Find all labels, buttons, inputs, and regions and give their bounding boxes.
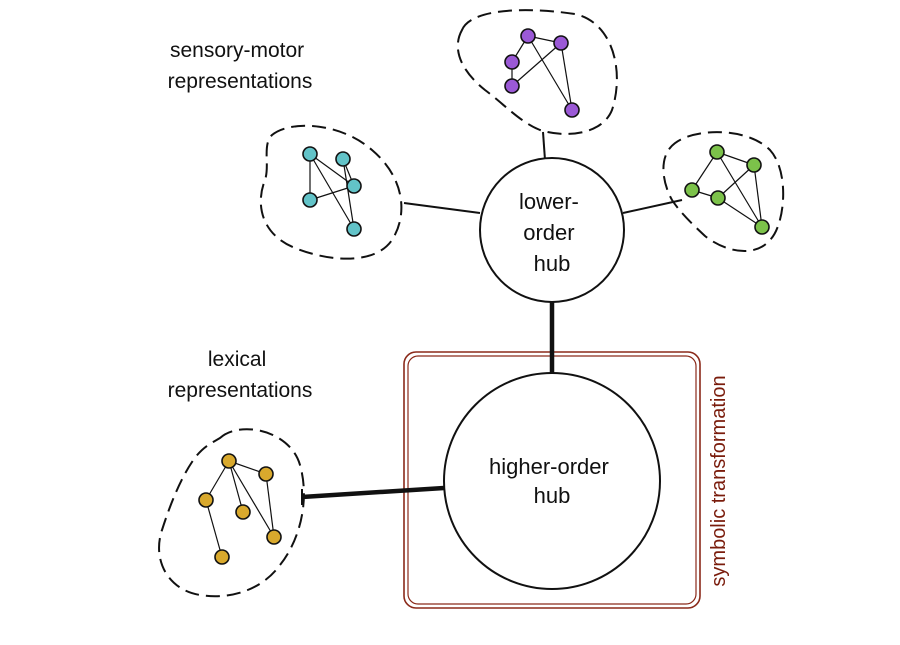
lexical-label: lexical representations [168,348,313,402]
lexical-label-line1: lexical [208,348,266,371]
sensory-motor-label-line2: representations [168,70,313,93]
lower-order-hub [479,157,625,303]
gold-cluster-boundary [158,428,305,598]
connector-teal-lower [403,202,481,214]
purple-nodes [504,28,580,118]
green-node [709,144,725,160]
teal-node [346,221,362,237]
teal-cluster-boundary [259,124,403,260]
green-cluster-boundary [662,131,785,253]
gold-node [221,453,237,469]
lower-hub-label-line3: hub [534,251,571,276]
teal-cluster [259,124,403,260]
teal-nodes [302,146,362,237]
purple-node [504,78,520,94]
gold-cluster [158,428,305,598]
green-node [684,182,700,198]
teal-node [335,151,351,167]
purple-node [504,54,520,70]
purple-node [520,28,536,44]
gold-node [258,466,274,482]
connector-purple-lower [542,131,546,161]
symbolic-transformation-label: symbolic transformation [708,375,730,586]
green-cluster [662,131,785,253]
higher-hub-label-line1: higher-order [489,454,609,479]
connector-green-lower [622,199,683,214]
green-node [754,219,770,235]
higher-order-hub [443,372,661,590]
lower-hub-label-line2: order [523,220,574,245]
gold-node [214,549,230,565]
gold-node [198,492,214,508]
purple-cluster-boundary [456,9,618,135]
green-nodes [684,144,770,235]
purple-node [564,102,580,118]
gold-node [266,529,282,545]
purple-cluster [456,9,618,135]
gold-node [235,504,251,520]
higher-hub-label: higher-order hub [489,454,615,508]
green-node [710,190,726,206]
sensory-motor-label-line1: sensory-motor [170,39,304,62]
sensory-motor-label: sensory-motor representations [168,39,313,93]
lower-hub-label-line1: lower- [519,189,579,214]
purple-node [553,35,569,51]
green-node [746,157,762,173]
teal-node [302,192,318,208]
higher-hub-label-line2: hub [534,483,571,508]
connector-gold-higher [301,485,445,500]
lower-hub-label: lower- order hub [519,189,585,276]
teal-node [302,146,318,162]
teal-node [346,178,362,194]
lexical-label-line2: representations [168,379,313,402]
gold-nodes [198,453,282,565]
